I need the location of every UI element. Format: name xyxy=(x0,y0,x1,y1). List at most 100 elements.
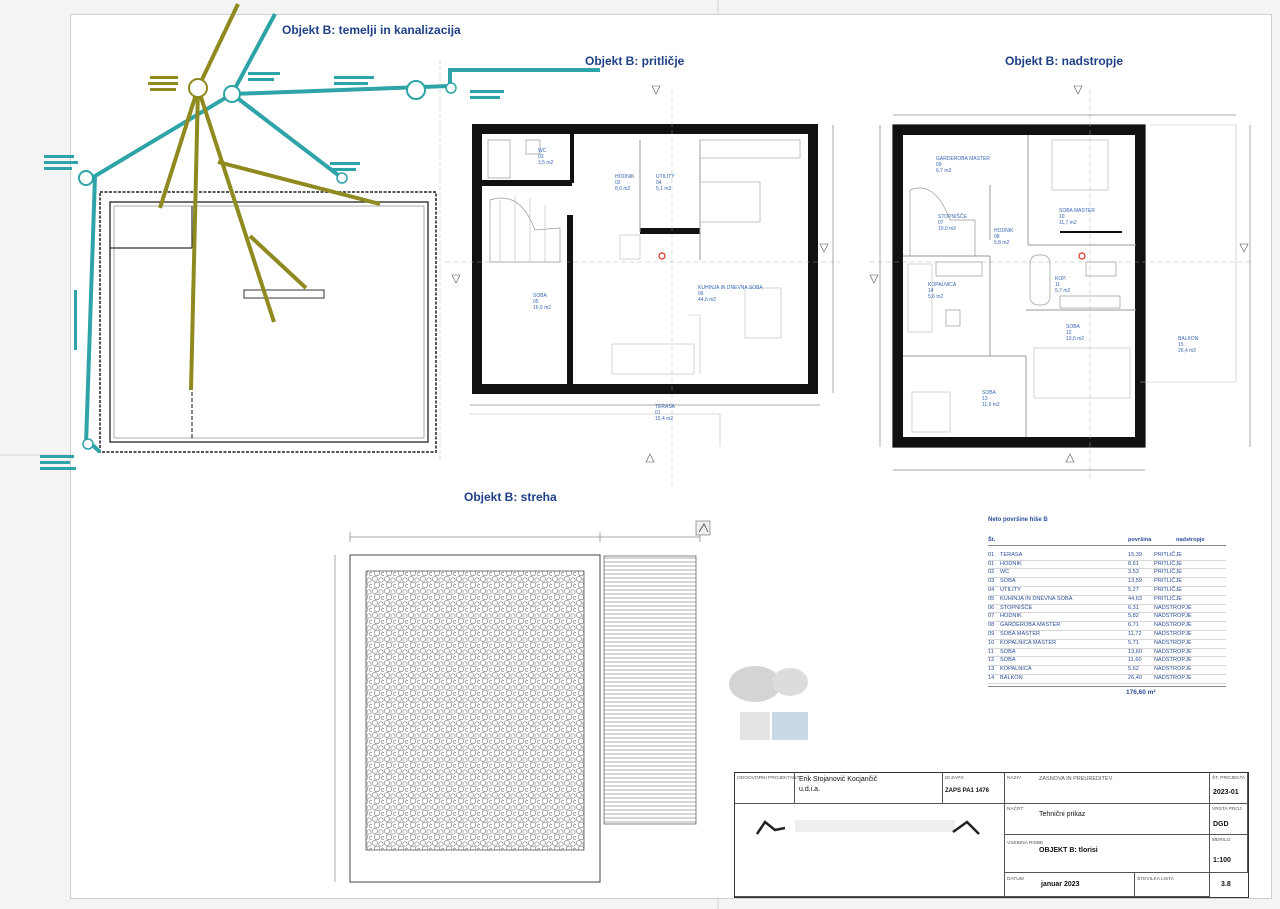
tb-merilo: 1:100 xyxy=(1213,857,1231,864)
area-row-area: 44,63 xyxy=(1128,595,1142,602)
col-floor: nadstropje xyxy=(1176,537,1205,543)
foundation-plan xyxy=(99,60,441,460)
tb-label-vrsta: VRSTA PROJ. xyxy=(1212,807,1243,812)
area-table-row: 06 STOPNIŠČE 6,31 NADSTROPJE xyxy=(988,605,1226,614)
area-total: 176,60 m² xyxy=(1126,688,1156,696)
area-row-name: HODNIK xyxy=(1000,560,1022,567)
area-row-floor: NADSTROPJE xyxy=(1154,613,1192,620)
tb-label-projektant: ODGOVORNI PROJEKTANT xyxy=(737,776,800,781)
area-row-no: 03 xyxy=(988,578,995,585)
area-table-header: Št. površina nadstropje xyxy=(988,537,1226,546)
area-row-name: KOPALNICA xyxy=(1000,666,1032,673)
tb-label-nacrt: NAČRT xyxy=(1007,807,1024,812)
area-row-no: 07 xyxy=(988,613,995,620)
pipe-annotations xyxy=(40,72,504,470)
redacted-seal xyxy=(729,666,808,740)
tb-stprojekta: 2023-01 xyxy=(1213,789,1239,796)
tb-label-vsebina: VSEBINA RISBE xyxy=(1007,841,1044,846)
area-row-name: WC xyxy=(1000,569,1010,576)
area-row-no: 06 xyxy=(988,604,995,611)
room-label-terasa: TERASA 01 15,4 m2 xyxy=(655,404,676,422)
tb-stevilka: 3.8 xyxy=(1221,881,1231,888)
room-label-kop-master: KOP. 11 5,7 m2 xyxy=(1055,276,1071,294)
area-table-row: 08 GARDEROBA MASTER 6,71 NADSTROPJE xyxy=(988,622,1226,631)
room-label-soba-master: SOBA MASTER 10 11,7 m2 xyxy=(1059,208,1095,226)
area-row-no: 12 xyxy=(988,657,995,664)
area-row-no: 04 xyxy=(988,586,995,593)
tb-datum: januar 2023 xyxy=(1041,881,1080,888)
room-label-kuhinja: KUHINJA IN DNEVNA SOBA 06 44,6 m2 xyxy=(698,285,763,303)
area-row-area: 11,60 xyxy=(1128,657,1142,664)
area-row-name: GARDEROBA MASTER xyxy=(1000,622,1061,629)
area-row-no: 11 xyxy=(988,648,994,655)
area-row-no: 02 xyxy=(988,569,995,576)
area-row-area: 5,71 xyxy=(1128,639,1139,646)
area-row-floor: NADSTROPJE xyxy=(1154,630,1192,637)
area-row-no: 13 xyxy=(988,666,995,673)
area-row-name: KUHINJA IN DNEVNA SOBA xyxy=(1000,595,1073,602)
tb-label-stprojekta: ŠT. PROJEKTA xyxy=(1212,776,1246,781)
room-label-balkon: BALKON 15 26,4 m2 xyxy=(1178,336,1199,354)
tb-label-datum: DATUM xyxy=(1007,877,1024,882)
area-row-floor: NADSTROPJE xyxy=(1154,604,1192,611)
room-label-kopalnica: KOPALNICA 14 5,6 m2 xyxy=(928,282,957,300)
area-row-area: 26,40 xyxy=(1128,674,1142,681)
area-table-row: 04 UTILITY 5,27 PRITLIČJE xyxy=(988,587,1226,596)
area-row-name: UTILITY xyxy=(1000,586,1021,593)
tb-naziv: ZASNOVA IN PREUREDITEV xyxy=(1039,776,1113,782)
upper-floor-plan xyxy=(869,85,1251,480)
tb-vsebina: OBJEKT B: tlorisi xyxy=(1039,847,1098,854)
area-row-area: 13,59 xyxy=(1128,578,1142,585)
tb-projektant: Erik Stojanović Kocjančič xyxy=(799,776,878,783)
area-table-total-row: 176,60 m² xyxy=(988,685,1226,701)
area-row-no: 09 xyxy=(988,630,995,637)
area-row-no: 08 xyxy=(988,622,995,629)
title-upper-floor: Objekt B: nadstropje xyxy=(1005,54,1124,68)
sewer-pipes-teal xyxy=(78,13,600,454)
title-roof: Objekt B: streha xyxy=(464,490,557,504)
tb-projektant-title: u.d.i.a. xyxy=(799,786,821,793)
ground-floor-plan xyxy=(445,85,840,490)
room-label-hodnik: HODNIK 02 8,6 m2 xyxy=(615,174,635,192)
area-row-name: STOPNIŠČE xyxy=(1000,604,1033,611)
tb-label-naziv: NAZIV xyxy=(1007,776,1022,781)
area-row-floor: PRITLIČJE xyxy=(1154,551,1182,558)
tb-id: ZAPS PA1 1476 xyxy=(945,788,989,794)
area-row-floor: PRITLIČJE xyxy=(1154,569,1182,576)
area-row-name: KOPALNICA MASTER xyxy=(1000,639,1057,646)
area-table-title: Neto površine hiše B xyxy=(988,517,1048,523)
drain-pipes-olive xyxy=(158,3,381,391)
area-row-floor: PRITLIČJE xyxy=(1154,586,1182,593)
area-row-name: SOBA xyxy=(1000,657,1016,664)
area-row-area: 6,71 xyxy=(1128,622,1139,629)
area-row-floor: PRITLIČJE xyxy=(1154,578,1182,585)
company-logo-blurred xyxy=(755,820,980,835)
area-row-area: 5,82 xyxy=(1128,613,1139,620)
area-row-floor: NADSTROPJE xyxy=(1154,622,1192,629)
room-label-hodnik-upper: HODNIK 08 5,8 m2 xyxy=(994,228,1014,246)
room-label-garderoba: GARDEROBA MASTER 09 6,7 m2 xyxy=(936,156,990,174)
area-table-row: 12 SOBA 11,60 NADSTROPJE xyxy=(988,657,1226,667)
area-row-no: 10 xyxy=(988,639,995,646)
room-label-utility: UTILITY 04 5,1 m2 xyxy=(656,174,675,192)
area-row-area: 8,61 xyxy=(1128,560,1139,567)
area-row-floor: NADSTROPJE xyxy=(1154,657,1192,664)
area-row-name: TERASA xyxy=(1000,551,1023,558)
tb-label-stevilka: ŠTEVILKA LISTA xyxy=(1137,877,1174,882)
tb-label-merilo: MERILO xyxy=(1212,838,1231,843)
title-foundations: Objekt B: temelji in kanalizacija xyxy=(282,23,461,37)
area-row-area: 5,27 xyxy=(1128,586,1139,593)
area-row-area: 6,31 xyxy=(1128,604,1139,611)
room-label-wc: WC 03 3,5 m2 xyxy=(538,148,554,166)
area-row-floor: NADSTROPJE xyxy=(1154,648,1192,655)
room-label-soba: SOBA 05 16,5 m2 xyxy=(533,293,552,311)
area-table: Neto površine hiše B Št. površina nadstr… xyxy=(988,517,1226,701)
room-label-soba-1: SOBA 12 13,6 m2 xyxy=(1066,324,1085,342)
room-label-soba-2: SOBA 13 11,6 m2 xyxy=(982,390,1000,408)
area-row-name: BALKON xyxy=(1000,674,1023,681)
area-row-area: 3,53 xyxy=(1128,569,1139,576)
